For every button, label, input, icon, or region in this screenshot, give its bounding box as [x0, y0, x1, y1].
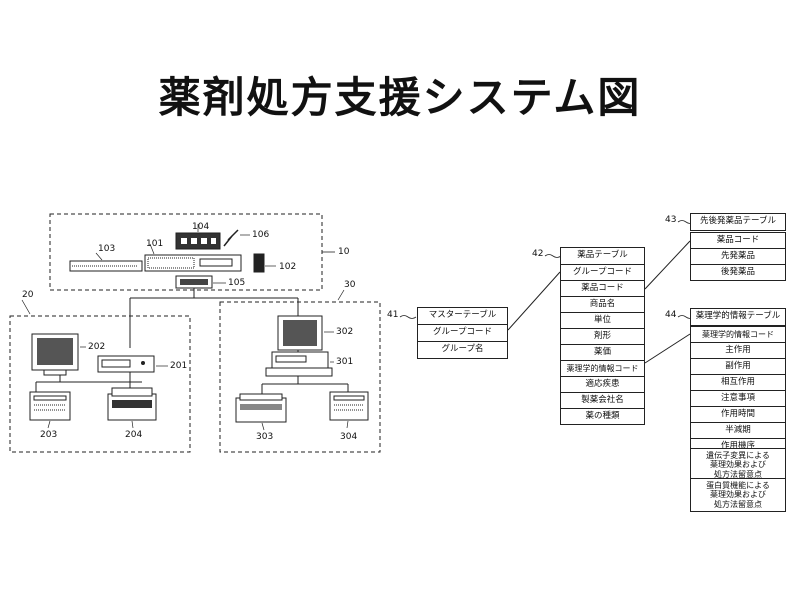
- drug-table-row: 薬品コード: [560, 280, 645, 297]
- drug-table-row: グループコード: [560, 264, 645, 281]
- pharma-table-row: 作用時間: [690, 406, 786, 423]
- label-104: 104: [192, 222, 210, 232]
- label-204: 204: [125, 430, 143, 440]
- label-43: 43: [665, 215, 677, 225]
- drug-table-row: 適応疾患: [560, 376, 645, 393]
- label-201: 201: [170, 361, 188, 371]
- network-group-10: [49, 213, 335, 291]
- drug-table-row: 単位: [560, 312, 645, 329]
- drug-table-header: 薬品テーブル: [560, 247, 645, 265]
- master-table-row: グループコード: [417, 324, 508, 342]
- pharma-table-row: 注意事項: [690, 390, 786, 407]
- device-102: [253, 253, 276, 273]
- drug-table-row: 薬価: [560, 344, 645, 361]
- label-106: 106: [252, 230, 270, 240]
- label-10: 10: [338, 247, 350, 257]
- printer-204: [107, 387, 157, 429]
- network-cabling: [129, 288, 299, 352]
- label-103: 103: [98, 244, 116, 254]
- generic-table-row: 薬品コード: [690, 232, 786, 249]
- server-101: [144, 243, 242, 272]
- master-table-header: マスターテーブル: [417, 307, 508, 325]
- pharma-table-row: 副作用: [690, 358, 786, 375]
- drug-table-row: 製薬会社名: [560, 392, 645, 409]
- label-303: 303: [256, 432, 274, 442]
- drug-table-row: 薬の種類: [560, 408, 645, 425]
- page-title: 薬剤処方支援システム図: [158, 73, 642, 122]
- label-202: 202: [88, 342, 106, 352]
- label-301: 301: [336, 357, 354, 367]
- router-104: [175, 224, 250, 250]
- monitor-302: [277, 315, 334, 351]
- network-group-20: [9, 299, 191, 453]
- pharma-table-row: 薬理学的情報コード: [690, 326, 786, 343]
- monitor-202: [31, 333, 86, 376]
- pharma-table-row: 遺伝子変異による 薬理効果および 処方法留意点: [690, 448, 786, 482]
- pharma-table-row: 相互作用: [690, 374, 786, 391]
- label-102: 102: [279, 262, 297, 272]
- label-101: 101: [146, 239, 164, 249]
- pharma-table-header: 薬理学的情報テーブル: [690, 308, 786, 326]
- master-table-row: グループ名: [417, 341, 508, 359]
- pc-301: [265, 351, 334, 377]
- hub-105: [175, 275, 226, 289]
- pharma-table-row: 主作用: [690, 342, 786, 359]
- generic-table-header: 先後発薬品テーブル: [690, 213, 786, 231]
- network-group-30: [219, 289, 381, 453]
- drug-table-row: 薬理学的情報コード: [560, 360, 645, 377]
- label-30: 30: [344, 280, 356, 290]
- label-304: 304: [340, 432, 358, 442]
- label-105: 105: [228, 278, 246, 288]
- label-41: 41: [387, 310, 399, 320]
- label-42: 42: [532, 249, 544, 259]
- label-203: 203: [40, 430, 58, 440]
- label-44: 44: [665, 310, 677, 320]
- drug-table-row: 剤形: [560, 328, 645, 345]
- pharma-table-row: 蛋白質機能による 薬理効果および 処方法留意点: [690, 478, 786, 512]
- drug-table-row: 商品名: [560, 296, 645, 313]
- generic-table-row: 後発薬品: [690, 264, 786, 281]
- server-103: [69, 252, 143, 272]
- device-203: [29, 391, 71, 429]
- generic-table-row: 先発薬品: [690, 248, 786, 265]
- label-20: 20: [22, 290, 34, 300]
- printer-303: [235, 393, 287, 431]
- pc-201: [97, 355, 168, 373]
- device-304: [329, 391, 369, 429]
- pharma-table-row: 半減期: [690, 422, 786, 439]
- label-302: 302: [336, 327, 354, 337]
